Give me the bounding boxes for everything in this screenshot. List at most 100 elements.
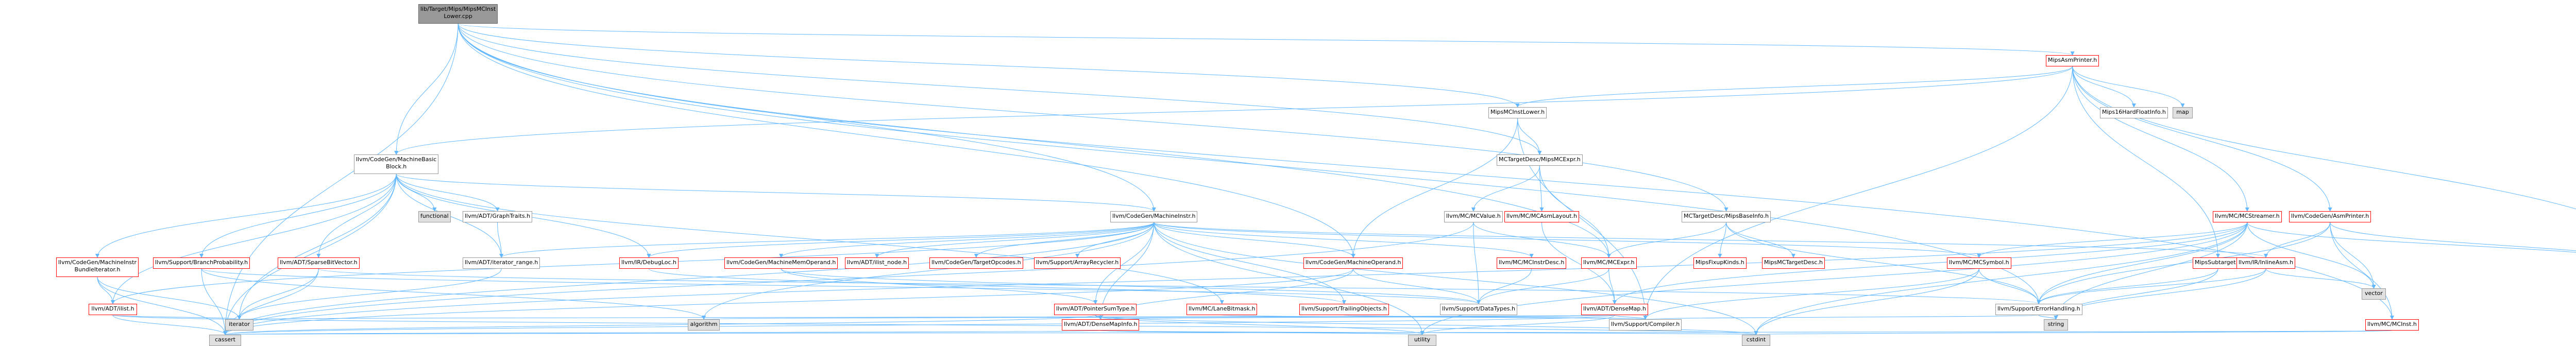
- edge-mipsbaseinfo-to-mipsmctargetdesc: [1726, 222, 1795, 258]
- edge-mcbb-to-iterator: [237, 174, 397, 320]
- edge-machineinstr-to-debugloc: [647, 222, 1155, 258]
- node-algorithm[interactable]: algorithm: [688, 319, 720, 331]
- node-iterrange[interactable]: llvm/ADT/iterator_range.h: [463, 257, 540, 269]
- node-label: MCTargetDesc/MipsBaseInfo.h: [1684, 213, 1769, 219]
- node-ilistnode[interactable]: llvm/ADT/ilist_node.h: [845, 257, 909, 269]
- edge-machineinstr-to-utility: [1154, 222, 1425, 335]
- node-debugloc[interactable]: llvm/IR/DebugLoc.h: [619, 257, 679, 269]
- node-densemap[interactable]: llvm/ADT/DenseMap.h: [1581, 304, 1648, 315]
- node-mipsmcinstlower[interactable]: MipsMCInstLower.h: [1488, 107, 1547, 118]
- edge-cgasmprinter-to-inlineasm: [2264, 222, 2331, 258]
- edge-machineinstr-to-trailingobjects: [1154, 222, 1346, 304]
- node-cassert[interactable]: cassert: [209, 335, 241, 346]
- edge-mcbb-to-sparsebv: [316, 174, 397, 258]
- edge-mcmemoperand-to-datatypes: [781, 268, 1481, 304]
- node-label: llvm/MC/MCStreamer.h: [2215, 213, 2280, 219]
- node-iterator[interactable]: iterator: [225, 319, 253, 331]
- edge-mipsmcexpr-to-mcvalue: [1471, 165, 1540, 212]
- node-vector[interactable]: vector: [2362, 288, 2386, 300]
- node-machineinstr[interactable]: llvm/CodeGen/MachineInstr.h: [1110, 211, 1198, 222]
- edge-machineinstr-to-mcinstrdesc: [1154, 222, 1534, 258]
- edge-mcbundleiter-to-cassert: [97, 276, 227, 335]
- node-cstdint[interactable]: cstdint: [1742, 335, 1770, 346]
- node-label: MipsFixupKinds.h: [1696, 259, 1744, 266]
- node-targetopcodes[interactable]: llvm/CodeGen/TargetOpcodes.h: [929, 257, 1023, 269]
- edge-root-to-mipsbaseinfo: [457, 23, 1728, 212]
- edge-mcsymbol-to-cstdint: [1754, 268, 1979, 335]
- node-label: llvm/CodeGen/MachineOperand.h: [1306, 259, 1401, 266]
- edge-root-to-mipsmcexpr: [457, 23, 1542, 155]
- node-string[interactable]: string: [2044, 319, 2068, 331]
- node-mcinst[interactable]: llvm/MC/MCInst.h: [2365, 319, 2419, 331]
- edge-ilist-to-iterator: [112, 315, 242, 320]
- node-mipsmcexpr[interactable]: MCTargetDesc/MipsMCExpr.h: [1497, 154, 1583, 166]
- node-ilist[interactable]: llvm/ADT/ilist.h: [89, 304, 137, 315]
- edge-mcbb-to-ilist: [111, 174, 397, 304]
- node-mcexpr[interactable]: llvm/MC/MCExpr.h: [1581, 257, 1637, 269]
- node-mipsasmprinter[interactable]: MipsAsmPrinter.h: [2046, 55, 2099, 66]
- edge-mipsasmprinter-to-map: [2072, 66, 2185, 108]
- node-label: Lower.cpp: [444, 13, 472, 20]
- node-mipsbaseinfo[interactable]: MCTargetDesc/MipsBaseInfo.h: [1682, 211, 1771, 222]
- node-mipsfixupkinds[interactable]: MipsFixupKinds.h: [1693, 257, 1747, 269]
- node-pointersumtype[interactable]: llvm/ADT/PointerSumType.h: [1054, 304, 1137, 315]
- edge-mcoperand-to-datatypes: [1353, 268, 1481, 304]
- node-label: llvm/Support/TrailingObjects.h: [1301, 305, 1387, 312]
- node-mcinstrdesc[interactable]: llvm/MC/MCInstrDesc.h: [1497, 257, 1567, 269]
- node-trailingobjects[interactable]: llvm/Support/TrailingObjects.h: [1299, 304, 1389, 315]
- node-label: llvm/IR/DebugLoc.h: [621, 259, 676, 266]
- node-mipssubtarget[interactable]: MipsSubtarget.h: [2193, 257, 2244, 269]
- node-mcmemoperand[interactable]: llvm/CodeGen/MachineMemOperand.h: [724, 257, 838, 269]
- edge-cgasmprinter-to-errorhandling: [2037, 222, 2331, 304]
- node-functional[interactable]: functional: [418, 211, 451, 222]
- edge-machineinstr-to-mcmemoperand: [779, 222, 1155, 258]
- node-densemapinfo[interactable]: llvm/ADT/DenseMapInfo.h: [1062, 319, 1140, 331]
- edge-sparsebv-to-iterator: [237, 268, 319, 320]
- node-lanebitmask[interactable]: llvm/MC/LaneBitmask.h: [1187, 304, 1258, 315]
- node-mcasmlayout[interactable]: llvm/MC/MCAsmLayout.h: [1504, 211, 1579, 222]
- node-label: string: [2047, 321, 2064, 327]
- edge-mcstreamer-to-memory: [2247, 222, 2576, 253]
- edge-densemap-to-utility: [1420, 315, 1615, 335]
- edge-debugloc-to-trailingobjects: [649, 268, 1346, 304]
- edge-pointersumtype-to-cassert: [223, 315, 1096, 335]
- node-sparsebv[interactable]: llvm/ADT/SparseBitVector.h: [278, 257, 360, 269]
- edge-machineinstr-to-cstdint: [1154, 222, 1758, 335]
- node-label: llvm/ADT/ilist_node.h: [847, 259, 907, 266]
- node-arrayrecycler[interactable]: llvm/Support/ArrayRecycler.h: [1034, 257, 1121, 269]
- edge-mcasmlayout-to-densemap: [1541, 222, 1617, 304]
- node-graphtraits[interactable]: llvm/ADT/GraphTraits.h: [463, 211, 533, 222]
- edge-mcstreamer-to-densemap: [1613, 222, 2248, 304]
- node-label: llvm/MC/MCInstrDesc.h: [1499, 259, 1565, 266]
- node-mcstreamer[interactable]: llvm/MC/MCStreamer.h: [2213, 211, 2282, 222]
- edge-mipsasmprinter-to-cgasmprinter: [2072, 66, 2332, 212]
- node-utility[interactable]: utility: [1408, 335, 1436, 346]
- edge-mcbb-to-lanebitmask: [396, 174, 1224, 304]
- node-inlineasm[interactable]: llvm/IR/InlineAsm.h: [2236, 257, 2296, 269]
- node-branchprob[interactable]: llvm/Support/BranchProbability.h: [153, 257, 250, 269]
- node-mipsmctargetdesc[interactable]: MipsMCTargetDesc.h: [1762, 257, 1825, 269]
- node-label: llvm/ADT/iterator_range.h: [465, 259, 538, 266]
- edge-machineinstr-to-targetopcodes: [974, 222, 1155, 258]
- node-datatypes[interactable]: llvm/Support/DataTypes.h: [1440, 304, 1517, 315]
- node-mcoperand[interactable]: llvm/CodeGen/MachineOperand.h: [1303, 257, 1403, 269]
- node-mcvalue[interactable]: llvm/MC/MCValue.h: [1444, 211, 1503, 222]
- edge-mcvalue-to-datatypes: [1473, 222, 1481, 304]
- edge-mcbb-to-branchprob: [199, 174, 397, 258]
- node-label: cassert: [215, 336, 235, 343]
- edge-root-to-cassert: [223, 23, 459, 335]
- node-mips16hardfloat[interactable]: Mips16HardFloatInfo.h: [2100, 107, 2168, 118]
- node-map[interactable]: map: [2173, 107, 2193, 118]
- node-mcsymbol[interactable]: llvm/MC/MCSymbol.h: [1947, 257, 2011, 269]
- edge-mipsbaseinfo-to-mcexpr: [1606, 222, 1727, 258]
- edge-root-to-mipsmcinstlower: [457, 23, 1520, 108]
- node-compiler[interactable]: llvm/Support/Compiler.h: [1609, 319, 1682, 331]
- node-label: llvm/Support/DataTypes.h: [1442, 305, 1515, 312]
- edge-mipsbaseinfo-to-errorhandling: [1726, 222, 2041, 304]
- edge-branchprob-to-datatypes: [201, 268, 1481, 304]
- node-errorhandling[interactable]: llvm/Support/ErrorHandling.h: [1995, 304, 2082, 315]
- node-cgasmprinter[interactable]: llvm/CodeGen/AsmPrinter.h: [2289, 211, 2371, 222]
